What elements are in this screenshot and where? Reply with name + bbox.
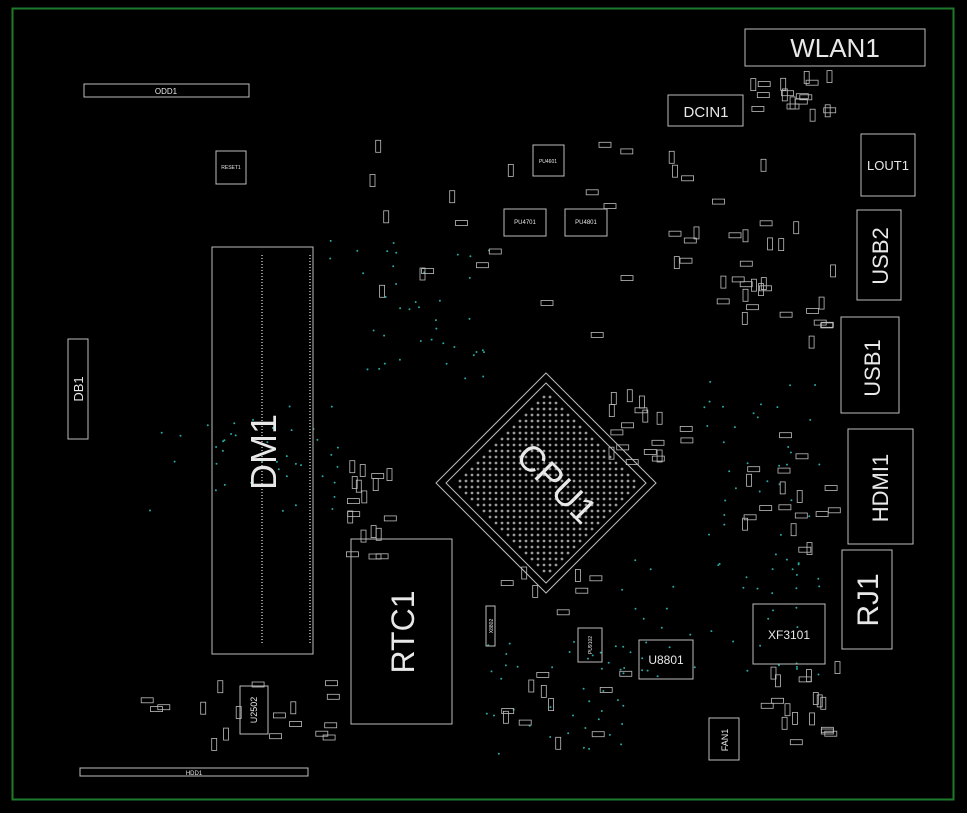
hdmi1-label: HDMI1 [868,454,893,522]
pu4601-chip[interactable]: PU4601 [532,144,565,177]
pu9102-label: PU9102 [588,636,594,654]
odd1-label: ODD1 [155,87,178,96]
db1-label: DB1 [71,376,86,401]
pu4701-chip[interactable]: PU4701 [503,208,547,237]
rj1-label: RJ1 [852,573,885,626]
cpu1-ball-grid [458,395,636,573]
hdd1-connector[interactable]: HDD1 [79,767,309,777]
via-field [149,239,821,755]
lout1-label: LOUT1 [867,158,909,173]
pu9102-chip[interactable]: PU9102 [577,627,603,663]
pu4601-label: PU4601 [539,159,557,165]
cpu1-package[interactable]: CPU1 [435,372,657,594]
u2502-label: U2502 [249,697,259,724]
odd1-connector[interactable]: ODD1 [83,83,250,98]
hdmi1-connector[interactable]: HDMI1 [847,428,914,545]
usb2-connector[interactable]: USB2 [856,209,902,301]
hdd1-label: HDD1 [186,771,203,777]
pu4701-label: PU4701 [514,220,536,226]
lout1-jack[interactable]: LOUT1 [860,133,916,197]
rtc1-label: RTC1 [385,591,421,674]
wlan1-label: WLAN1 [790,33,880,63]
board-border [11,7,955,801]
xf3101-transformer[interactable]: XF3101 [752,603,826,665]
x8802-label: X8802 [489,619,495,634]
u8801-chip[interactable]: U8801 [638,639,694,680]
u8801-label: U8801 [648,653,684,667]
dm1-memory-slot[interactable]: DM1 [211,246,314,655]
fan1-connector[interactable]: FAN1 [708,717,740,761]
dcin1-connector[interactable]: DCIN1 [667,94,744,127]
u2502-chip[interactable]: U2502 [239,685,269,735]
rj1-connector[interactable]: RJ1 [841,549,893,650]
dcin1-label: DCIN1 [683,104,728,121]
wlan1-connector[interactable]: WLAN1 [744,28,926,67]
dm1-label: DM1 [243,414,284,490]
usb1-connector[interactable]: USB1 [840,316,900,414]
rtc1-battery[interactable]: RTC1 [350,538,453,725]
xf3101-label: XF3101 [768,628,810,642]
db1-connector[interactable]: DB1 [67,338,89,440]
usb1-label: USB1 [860,339,885,396]
usb2-label: USB2 [868,227,893,284]
reset1-switch[interactable]: RESET1 [215,150,247,185]
pu4801-label: PU4801 [575,220,597,226]
small-components [140,70,841,751]
fan1-label: FAN1 [720,729,730,752]
reset1-label: RESET1 [221,165,241,171]
x8802-crystal[interactable]: X8802 [485,605,496,647]
pu4801-chip[interactable]: PU4801 [564,208,608,237]
